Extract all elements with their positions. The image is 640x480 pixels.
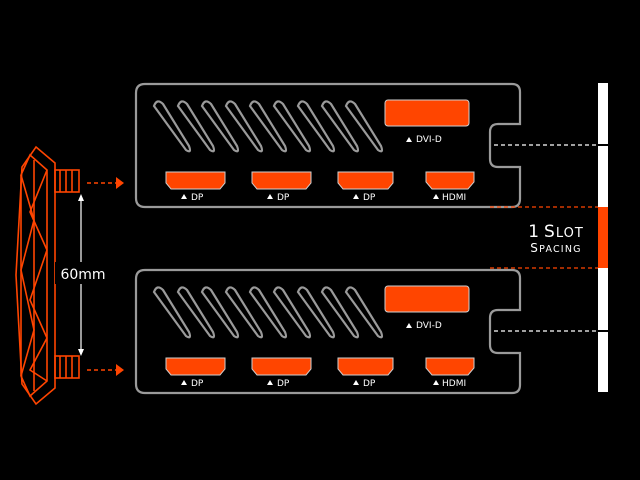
- triangle-up-icon: [181, 194, 187, 199]
- guide-lines: [490, 144, 598, 332]
- arrow-right-icon: [116, 177, 124, 189]
- slot-bar: [598, 83, 608, 392]
- dvi-port-label: DVI-D: [416, 321, 442, 331]
- triangle-up-icon: [433, 380, 439, 385]
- airflow-arrow-bottom: [87, 364, 124, 376]
- hdmi-port: HDMI: [425, 171, 475, 203]
- port-label: DP: [363, 193, 376, 203]
- triangle-up-icon: [181, 380, 187, 385]
- arrow-down-icon: [78, 349, 84, 356]
- port-label: DP: [277, 193, 290, 203]
- dvi-port-label: DVI-D: [416, 135, 442, 145]
- dvi-port: [384, 99, 470, 127]
- hdmi-port: HDMI: [425, 357, 475, 389]
- fan-gap-dimension: 60mm: [55, 194, 109, 356]
- port-label: HDMI: [442, 193, 466, 203]
- arrow-up-icon: [78, 194, 84, 201]
- vent-slots: [152, 100, 384, 153]
- dp-port-2: DP: [251, 171, 312, 203]
- triangle-up-icon: [406, 137, 412, 142]
- gpu-card-1: DVI-D DP DP DP HDMI: [134, 82, 522, 209]
- triangle-up-icon: [267, 194, 273, 199]
- port-label: DP: [363, 379, 376, 389]
- triangle-up-icon: [433, 194, 439, 199]
- dp-port-2: DP: [251, 357, 312, 389]
- dp-port-1: DP: [165, 171, 226, 203]
- airflow-arrow-top: [87, 177, 124, 189]
- triangle-up-icon: [353, 380, 359, 385]
- gpu-card-2: DVI-D DP DP DP HDMI: [134, 268, 522, 395]
- fan-side-view: [15, 145, 80, 406]
- triangle-up-icon: [406, 323, 412, 328]
- port-label: HDMI: [442, 379, 466, 389]
- dvi-port: [384, 285, 470, 313]
- dp-port-3: DP: [337, 171, 394, 203]
- triangle-up-icon: [353, 194, 359, 199]
- card-bracket-outline: [134, 82, 522, 209]
- dp-port-1: DP: [165, 357, 226, 389]
- dp-port-3: DP: [337, 357, 394, 389]
- port-label: DP: [277, 379, 290, 389]
- port-label: DP: [191, 193, 204, 203]
- vent-slots: [152, 286, 384, 339]
- fan-gap-label: 60mm: [60, 267, 105, 283]
- svg-text:SPACING: SPACING: [530, 241, 581, 255]
- port-label: DP: [191, 379, 204, 389]
- arrow-right-icon: [116, 364, 124, 376]
- triangle-up-icon: [267, 380, 273, 385]
- card-bracket-outline: [134, 268, 522, 395]
